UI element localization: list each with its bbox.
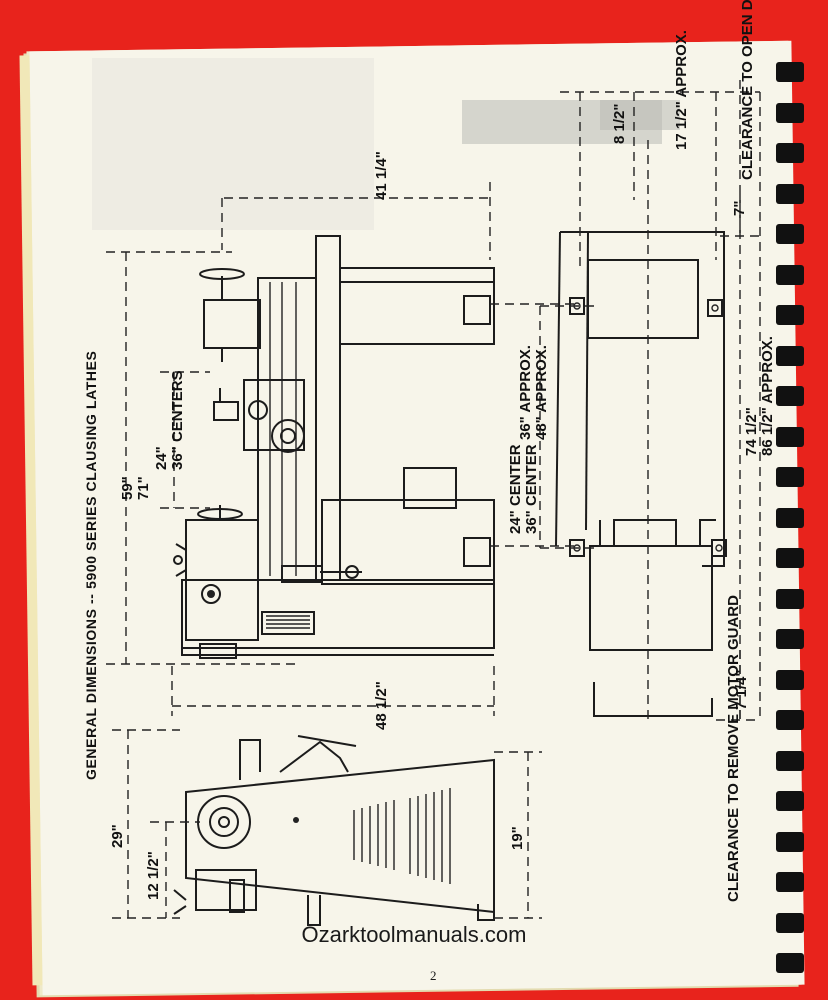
door-clearance-dim-label: 17 1/2" APPROX. <box>673 30 690 150</box>
binding-ring <box>776 426 804 447</box>
height-71-label: 71" <box>135 476 152 500</box>
binding-ring <box>776 62 804 82</box>
binding-ring <box>776 548 804 568</box>
page-number: 2 <box>430 968 437 983</box>
front-view-dimension-lines <box>106 182 495 716</box>
door-clearance-label: CLEARANCE TO OPEN DOOR <box>739 0 756 180</box>
guard-clearance-label: CLEARANCE TO REMOVE MOTOR GUARD <box>725 595 742 902</box>
binding-ring <box>776 629 804 649</box>
height-59-label: 59" <box>119 476 136 500</box>
centers-36-label: 36" CENTERS <box>169 370 186 470</box>
lathe-front-view <box>173 235 495 659</box>
binding-ring <box>776 831 804 852</box>
floor-plan-view <box>463 80 761 721</box>
binding-ring <box>776 588 804 609</box>
spindle-height-label: 12 1/2" <box>145 851 162 900</box>
door-gap-label: 7" <box>731 201 748 216</box>
site-watermark: Ozarktoolmanuals.com <box>301 922 527 947</box>
binding-ring <box>776 224 804 244</box>
binding-ring <box>776 507 804 528</box>
binding-ring <box>776 467 804 487</box>
center-24-label: 24" CENTER <box>507 444 524 534</box>
binding-ring <box>776 143 804 163</box>
centers-24-label: 24" <box>153 446 170 470</box>
depth-41-label: 41 1/4" <box>373 151 390 200</box>
approx-48-label: 48" APPROX. <box>533 345 550 440</box>
binding-ring <box>776 953 804 973</box>
binding-ring <box>776 305 804 325</box>
floor-plan-labels: 24" CENTER 36" CENTER 36" APPROX. 48" AP… <box>507 0 776 902</box>
binding-ring <box>776 872 804 892</box>
base-depth-label: 19" <box>509 826 526 850</box>
bleed-through-artwork <box>92 58 680 230</box>
binding-ring <box>776 912 804 933</box>
binding-ring <box>776 264 804 285</box>
length-74-label: 74 1/2" <box>743 407 760 456</box>
approx-36-label: 36" APPROX. <box>517 345 534 440</box>
end-view-dimension-lines <box>112 729 542 919</box>
lathe-end-view <box>173 735 495 926</box>
binding-ring <box>776 183 804 204</box>
center-36-label: 36" CENTER <box>523 444 540 534</box>
document-title: GENERAL DIMENSIONS -- 5900 SERIES CLAUSI… <box>83 350 99 780</box>
binding-ring <box>776 669 804 690</box>
binding-ring <box>776 710 804 730</box>
binding-ring <box>776 750 804 771</box>
binding-ring <box>776 386 804 406</box>
spiral-binding <box>776 50 806 980</box>
binding-ring <box>776 791 804 811</box>
length-48-label: 48 1/2" <box>373 681 390 730</box>
end-view-labels: 29" 12 1/2" 19" <box>109 824 526 900</box>
height-29-label: 29" <box>109 824 126 848</box>
door-offset-label: 8 1/2" <box>611 104 628 144</box>
front-view-labels: 59" 71" 24" 36" CENTERS 41 1/4" 48 1/2" <box>119 151 390 730</box>
guard-gap-label: 7 1/4" <box>733 670 750 710</box>
length-86-label: 86 1/2" APPROX. <box>759 336 776 456</box>
binding-ring <box>776 102 804 123</box>
binding-ring <box>776 345 804 366</box>
